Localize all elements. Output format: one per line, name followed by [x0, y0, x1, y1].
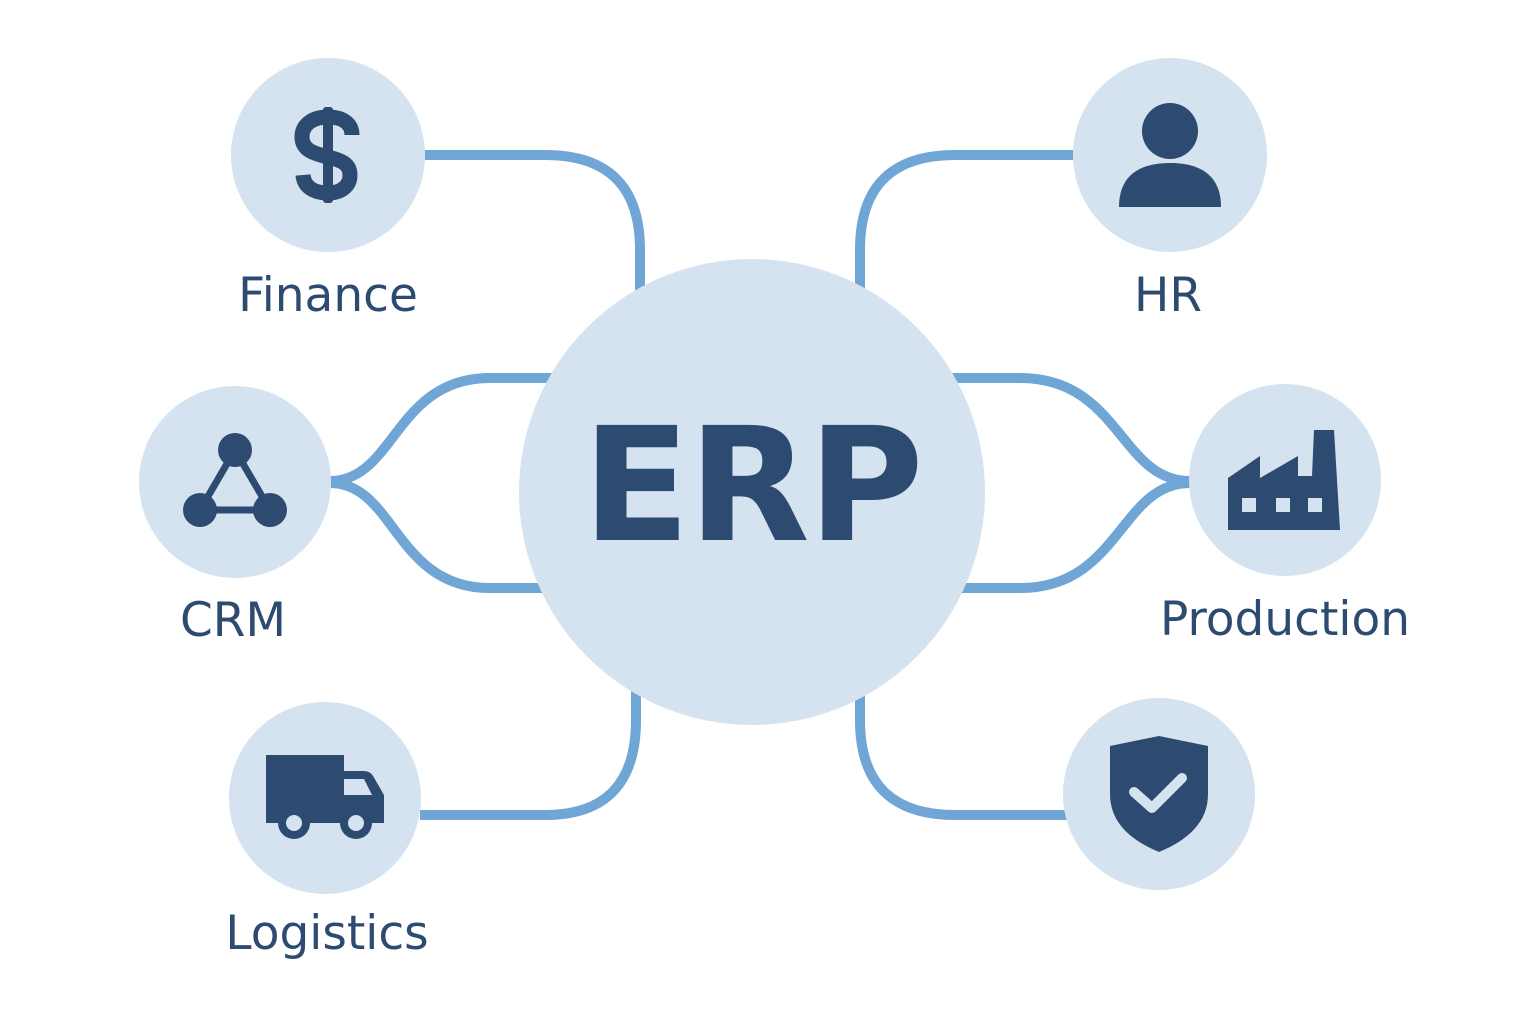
- module-security: [1063, 698, 1255, 890]
- module-hr: [1073, 58, 1267, 252]
- connector-hr: [855, 150, 1075, 290]
- connector-production-lower: [958, 478, 1191, 593]
- module-logistics: [229, 702, 421, 894]
- module-finance: [231, 58, 425, 252]
- connector-production-upper: [952, 373, 1191, 486]
- factory-icon: [1228, 430, 1340, 530]
- shield-check-icon: [1110, 736, 1208, 852]
- connector-logistics: [420, 690, 641, 820]
- truck-icon: [266, 755, 384, 839]
- module-hr-label: HR: [1134, 268, 1202, 323]
- dollar-icon: [294, 107, 360, 203]
- module-finance-label: Finance: [238, 268, 418, 323]
- person-icon: [1119, 103, 1221, 207]
- module-crm-label: CRM: [179, 593, 287, 648]
- module-production-label: Production: [1159, 592, 1411, 647]
- erp-hub: ERP: [519, 259, 985, 725]
- module-crm: [139, 386, 331, 578]
- connector-crm-lower: [329, 478, 545, 593]
- module-production: [1189, 384, 1381, 576]
- network-triangle-icon: [183, 433, 287, 527]
- connector-security: [855, 690, 1067, 820]
- connector-crm-upper: [329, 373, 552, 486]
- connector-finance: [424, 150, 645, 292]
- module-logistics-label: Logistics: [225, 906, 429, 961]
- erp-hub-label: ERP: [582, 394, 923, 578]
